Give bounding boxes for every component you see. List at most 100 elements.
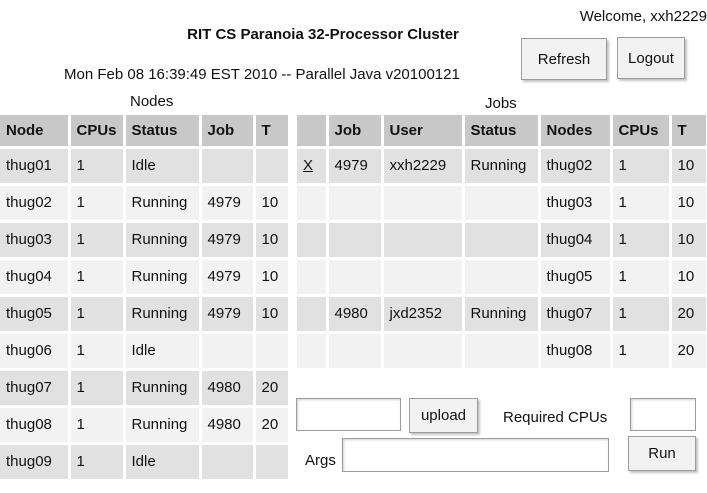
nodes-cell: Running xyxy=(124,258,202,297)
required-cpus-label: Required CPUs xyxy=(503,409,608,426)
nodes-cell: thug03 xyxy=(0,221,71,260)
nodes-cell: 10 xyxy=(254,184,291,223)
nodes-cell: thug07 xyxy=(0,369,71,408)
nodes-cell: thug02 xyxy=(0,184,71,223)
nodes-cell: Idle xyxy=(124,332,202,371)
jobs-cell xyxy=(463,258,541,297)
nodes-cell: 20 xyxy=(254,369,291,408)
nodes-cell: thug01 xyxy=(0,147,71,186)
nodes-cell xyxy=(254,147,291,186)
jobs-cell: thug04 xyxy=(539,221,613,260)
jobs-cell xyxy=(297,221,329,260)
jobs-cell: 4980 xyxy=(327,295,384,334)
nodes-cell xyxy=(254,443,291,482)
nodes-cell: 4979 xyxy=(200,258,256,297)
nodes-header-3: Status xyxy=(124,115,202,149)
nodes-header-5: T xyxy=(254,115,291,149)
jobs-cell xyxy=(382,258,465,297)
jobs-cell: thug03 xyxy=(539,184,613,223)
file-input[interactable] xyxy=(296,398,401,431)
nodes-section-label: Nodes xyxy=(130,93,174,110)
jobs-cell: 20 xyxy=(670,295,707,334)
nodes-cell: 4979 xyxy=(200,184,256,223)
nodes-cell: 10 xyxy=(254,258,291,297)
nodes-cell: 1 xyxy=(69,443,126,482)
jobs-cell: 4979 xyxy=(327,147,384,186)
jobs-cell xyxy=(327,184,384,223)
jobs-cell xyxy=(327,221,384,260)
jobs-cell: 10 xyxy=(670,147,707,186)
jobs-cell: 1 xyxy=(611,258,672,297)
refresh-button[interactable]: Refresh xyxy=(521,38,607,80)
run-button[interactable]: Run xyxy=(628,436,696,471)
jobs-header-2: Job xyxy=(327,115,384,149)
nodes-cell: 1 xyxy=(69,332,126,371)
nodes-cell: 4980 xyxy=(200,369,256,408)
kill-job-link[interactable]: X xyxy=(297,147,329,186)
jobs-header-6: CPUs xyxy=(611,115,672,149)
nodes-header-1: Node xyxy=(0,115,71,149)
jobs-cell: thug02 xyxy=(539,147,613,186)
jobs-cell xyxy=(327,258,384,297)
jobs-cell: 10 xyxy=(670,184,707,223)
jobs-cell xyxy=(297,295,329,334)
nodes-cell: 1 xyxy=(69,406,126,445)
nodes-cell: 10 xyxy=(254,295,291,334)
args-input[interactable] xyxy=(342,438,609,472)
nodes-cell: 10 xyxy=(254,221,291,260)
nodes-cell: Idle xyxy=(124,443,202,482)
jobs-cell: jxd2352 xyxy=(382,295,465,334)
jobs-cell: 1 xyxy=(611,147,672,186)
jobs-cell: thug07 xyxy=(539,295,613,334)
jobs-cell: thug08 xyxy=(539,332,613,371)
jobs-header-7: T xyxy=(670,115,707,149)
jobs-header-5: Nodes xyxy=(539,115,613,149)
jobs-cell: 1 xyxy=(611,184,672,223)
nodes-cell: 1 xyxy=(69,369,126,408)
jobs-cell: 1 xyxy=(611,221,672,260)
jobs-header-3: User xyxy=(382,115,465,149)
jobs-cell xyxy=(297,332,329,371)
jobs-cell xyxy=(297,258,329,297)
jobs-cell: Running xyxy=(463,295,541,334)
upload-button[interactable]: upload xyxy=(409,398,478,433)
logout-button[interactable]: Logout xyxy=(617,37,685,79)
nodes-cell: 1 xyxy=(69,295,126,334)
nodes-cell: 4979 xyxy=(200,295,256,334)
required-cpus-input[interactable] xyxy=(630,398,696,431)
jobs-cell: xxh2229 xyxy=(382,147,465,186)
jobs-header-1 xyxy=(297,115,329,149)
jobs-cell: 1 xyxy=(611,332,672,371)
nodes-cell: thug08 xyxy=(0,406,71,445)
nodes-cell xyxy=(200,443,256,482)
jobs-cell xyxy=(297,184,329,223)
welcome-text: Welcome, xxh2229 xyxy=(579,8,707,25)
args-label: Args xyxy=(305,452,336,469)
nodes-cell: thug09 xyxy=(0,443,71,482)
nodes-cell: Running xyxy=(124,369,202,408)
jobs-cell xyxy=(382,184,465,223)
jobs-cell xyxy=(463,184,541,223)
nodes-cell: 4980 xyxy=(200,406,256,445)
nodes-cell: 1 xyxy=(69,147,126,186)
status-line: Mon Feb 08 16:39:49 EST 2010 -- Parallel… xyxy=(64,66,460,83)
nodes-cell xyxy=(200,332,256,371)
jobs-cell xyxy=(463,221,541,260)
jobs-cell: 10 xyxy=(670,258,707,297)
nodes-header-4: Job xyxy=(200,115,256,149)
nodes-cell: 4979 xyxy=(200,221,256,260)
nodes-cell: 1 xyxy=(69,258,126,297)
nodes-cell: 20 xyxy=(254,406,291,445)
jobs-cell xyxy=(463,332,541,371)
nodes-cell: thug04 xyxy=(0,258,71,297)
